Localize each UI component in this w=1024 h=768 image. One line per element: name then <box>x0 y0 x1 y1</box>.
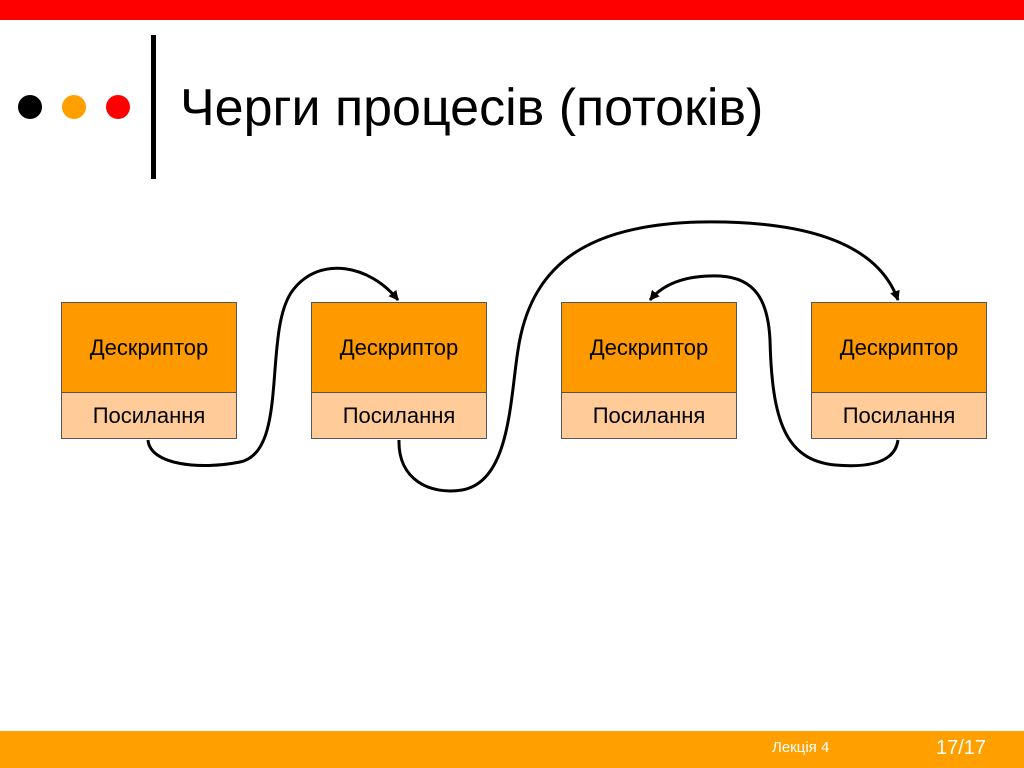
queue-node-3: Дескриптор Посилання <box>561 302 737 439</box>
footer-lecture: Лекція 4 <box>772 739 830 756</box>
node-reference: Посилання <box>62 393 236 438</box>
footer-page-number: 17/17 <box>936 737 987 759</box>
queue-node-2: Дескриптор Посилання <box>311 302 487 439</box>
node-descriptor: Дескриптор <box>562 303 736 393</box>
node-descriptor: Дескриптор <box>312 303 486 393</box>
slide-title: Черги процесів (потоків) <box>180 79 764 137</box>
footer-bar <box>0 731 1024 768</box>
dot-black-icon <box>18 95 42 119</box>
node-reference: Посилання <box>312 393 486 438</box>
title-divider <box>151 35 156 179</box>
top-bar <box>0 0 1024 20</box>
queue-node-4: Дескриптор Посилання <box>811 302 987 439</box>
node-reference: Посилання <box>812 393 986 438</box>
queue-node-1: Дескриптор Посилання <box>61 302 237 439</box>
node-reference: Посилання <box>562 393 736 438</box>
dot-red-icon <box>106 95 130 119</box>
node-descriptor: Дескриптор <box>62 303 236 393</box>
dot-orange-icon <box>62 95 86 119</box>
node-descriptor: Дескриптор <box>812 303 986 393</box>
